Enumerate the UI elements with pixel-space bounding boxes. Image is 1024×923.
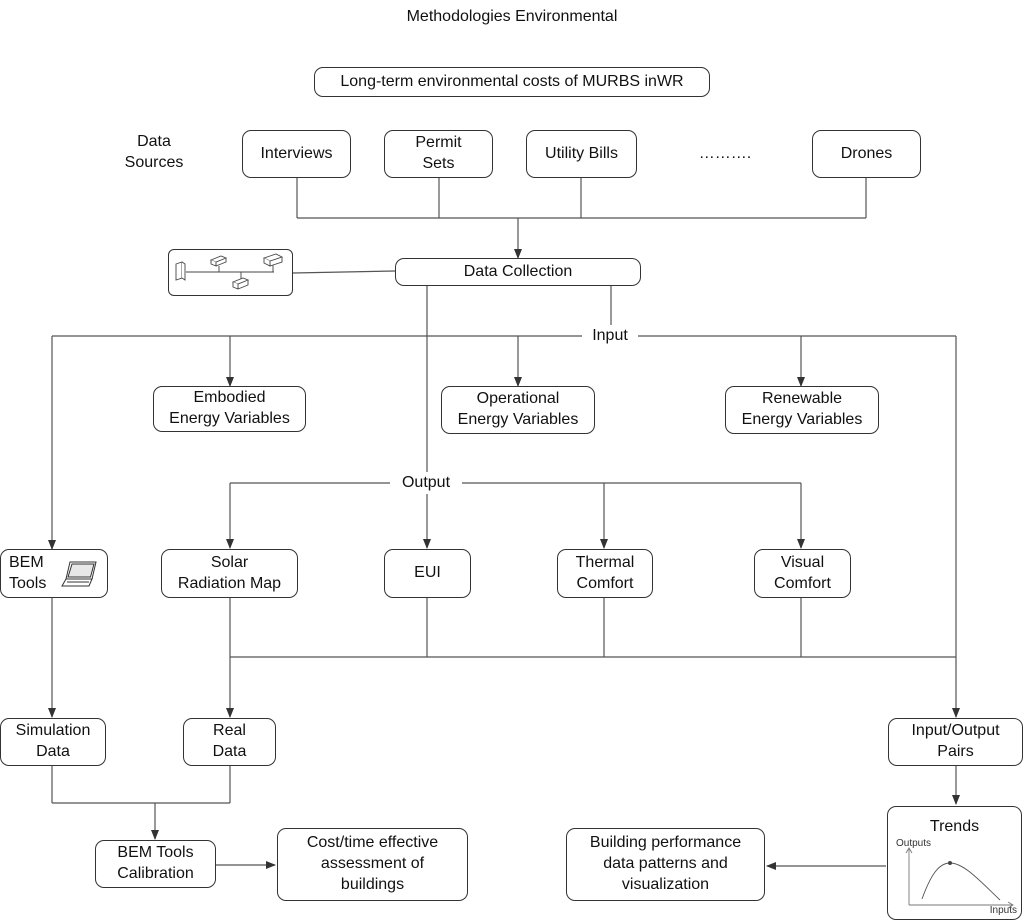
eui-text: EUI xyxy=(414,564,441,582)
trends-mini-chart xyxy=(905,847,1014,909)
source-utility-bills: Utility Bills xyxy=(526,130,637,178)
permit-line-2: Sets xyxy=(422,155,455,172)
cost-line-3: buildings xyxy=(340,875,405,893)
thermal-comfort-box: Thermal Comfort xyxy=(557,549,653,598)
io-pairs-box: Input/Output Pairs xyxy=(888,718,1023,766)
embodied-line-1: Embodied xyxy=(193,389,266,407)
utility-bills-text: Utility Bills xyxy=(545,144,618,162)
sources-ellipsis: ………. xyxy=(698,145,752,162)
bem-calibration-box: BEM Tools Calibration xyxy=(95,840,216,888)
calibration-line-1: BEM Tools xyxy=(117,844,194,862)
source-permit-sets: Permit Sets xyxy=(384,130,493,178)
building-performance-box: Building performance data patterns and v… xyxy=(566,828,765,901)
data-sources-line-2: Sources xyxy=(124,153,184,171)
cost-line-2: assessment of xyxy=(320,855,425,873)
output-label: Output xyxy=(390,473,462,494)
building-line-2: data patterns and xyxy=(603,855,728,873)
data-collection-text: Data Collection xyxy=(463,262,573,280)
operational-energy-box: Operational Energy Variables xyxy=(441,386,595,434)
interviews-text: Interviews xyxy=(260,144,333,162)
data-sources-line-1: Data xyxy=(137,133,171,150)
building-blocks-icon xyxy=(175,253,284,290)
embodied-line-2: Energy Variables xyxy=(169,410,290,427)
operational-line-1: Operational xyxy=(476,390,560,408)
thermal-line-2: Comfort xyxy=(576,574,634,592)
real-data-box: Real Data xyxy=(183,718,276,766)
data-sources-label: Data Sources xyxy=(112,132,196,174)
solar-radiation-box: Solar Radiation Map xyxy=(161,549,298,598)
io-line-1: Input/Output xyxy=(911,722,1000,740)
source-drones: Drones xyxy=(812,130,921,178)
renewable-line-2: Energy Variables xyxy=(741,411,863,428)
embodied-energy-box: Embodied Energy Variables xyxy=(153,386,306,432)
calibration-line-2: Calibration xyxy=(117,865,194,882)
project-title-box: Long-term environmental costs of MURBS i… xyxy=(314,67,710,97)
trends-title: Trends xyxy=(929,818,980,835)
permit-line-1: Permit xyxy=(415,134,462,152)
data-collection-box: Data Collection xyxy=(395,258,641,286)
cost-time-box: Cost/time effective assessment of buildi… xyxy=(277,828,468,901)
thermal-line-1: Thermal xyxy=(575,553,635,571)
source-interviews: Interviews xyxy=(242,130,351,178)
project-title-text: Long-term environmental costs of MURBS i… xyxy=(340,72,684,90)
solar-line-2: Radiation Map xyxy=(177,574,282,592)
building-line-3: visualization xyxy=(621,875,710,893)
simulation-data-box: Simulation Data xyxy=(0,718,106,766)
trends-x-axis-label: Inputs xyxy=(989,905,1017,916)
bem-line-1: BEM xyxy=(9,553,44,571)
io-line-2: Pairs xyxy=(937,743,974,760)
visual-comfort-box: Visual Comfort xyxy=(754,549,851,598)
page-title: Methodologies Environmental xyxy=(406,8,618,25)
visual-line-1: Visual xyxy=(780,553,825,571)
drones-text: Drones xyxy=(840,144,893,162)
solar-line-1: Solar xyxy=(210,553,249,571)
building-line-1: Building performance xyxy=(589,834,742,852)
trends-y-axis-label: Outputs xyxy=(896,838,932,849)
renewable-energy-box: Renewable Energy Variables xyxy=(725,386,879,434)
input-label: Input xyxy=(582,326,638,347)
bem-line-2: Tools xyxy=(9,574,47,592)
cost-line-1: Cost/time effective xyxy=(306,834,439,852)
visual-line-2: Comfort xyxy=(774,574,831,592)
laptop-icon xyxy=(61,561,97,587)
bem-tools-box: BEM Tools xyxy=(0,549,108,598)
data-collection-diagram-thumbnail xyxy=(168,249,293,296)
simulation-line-1: Simulation xyxy=(15,722,91,740)
real-line-1: Real xyxy=(213,722,246,740)
eui-box: EUI xyxy=(384,549,471,598)
real-line-2: Data xyxy=(212,743,247,760)
operational-line-2: Energy Variables xyxy=(457,411,579,428)
renewable-line-1: Renewable xyxy=(761,390,843,408)
trends-box: Trends Outputs Inputs xyxy=(887,806,1022,920)
simulation-line-2: Data xyxy=(36,743,70,760)
